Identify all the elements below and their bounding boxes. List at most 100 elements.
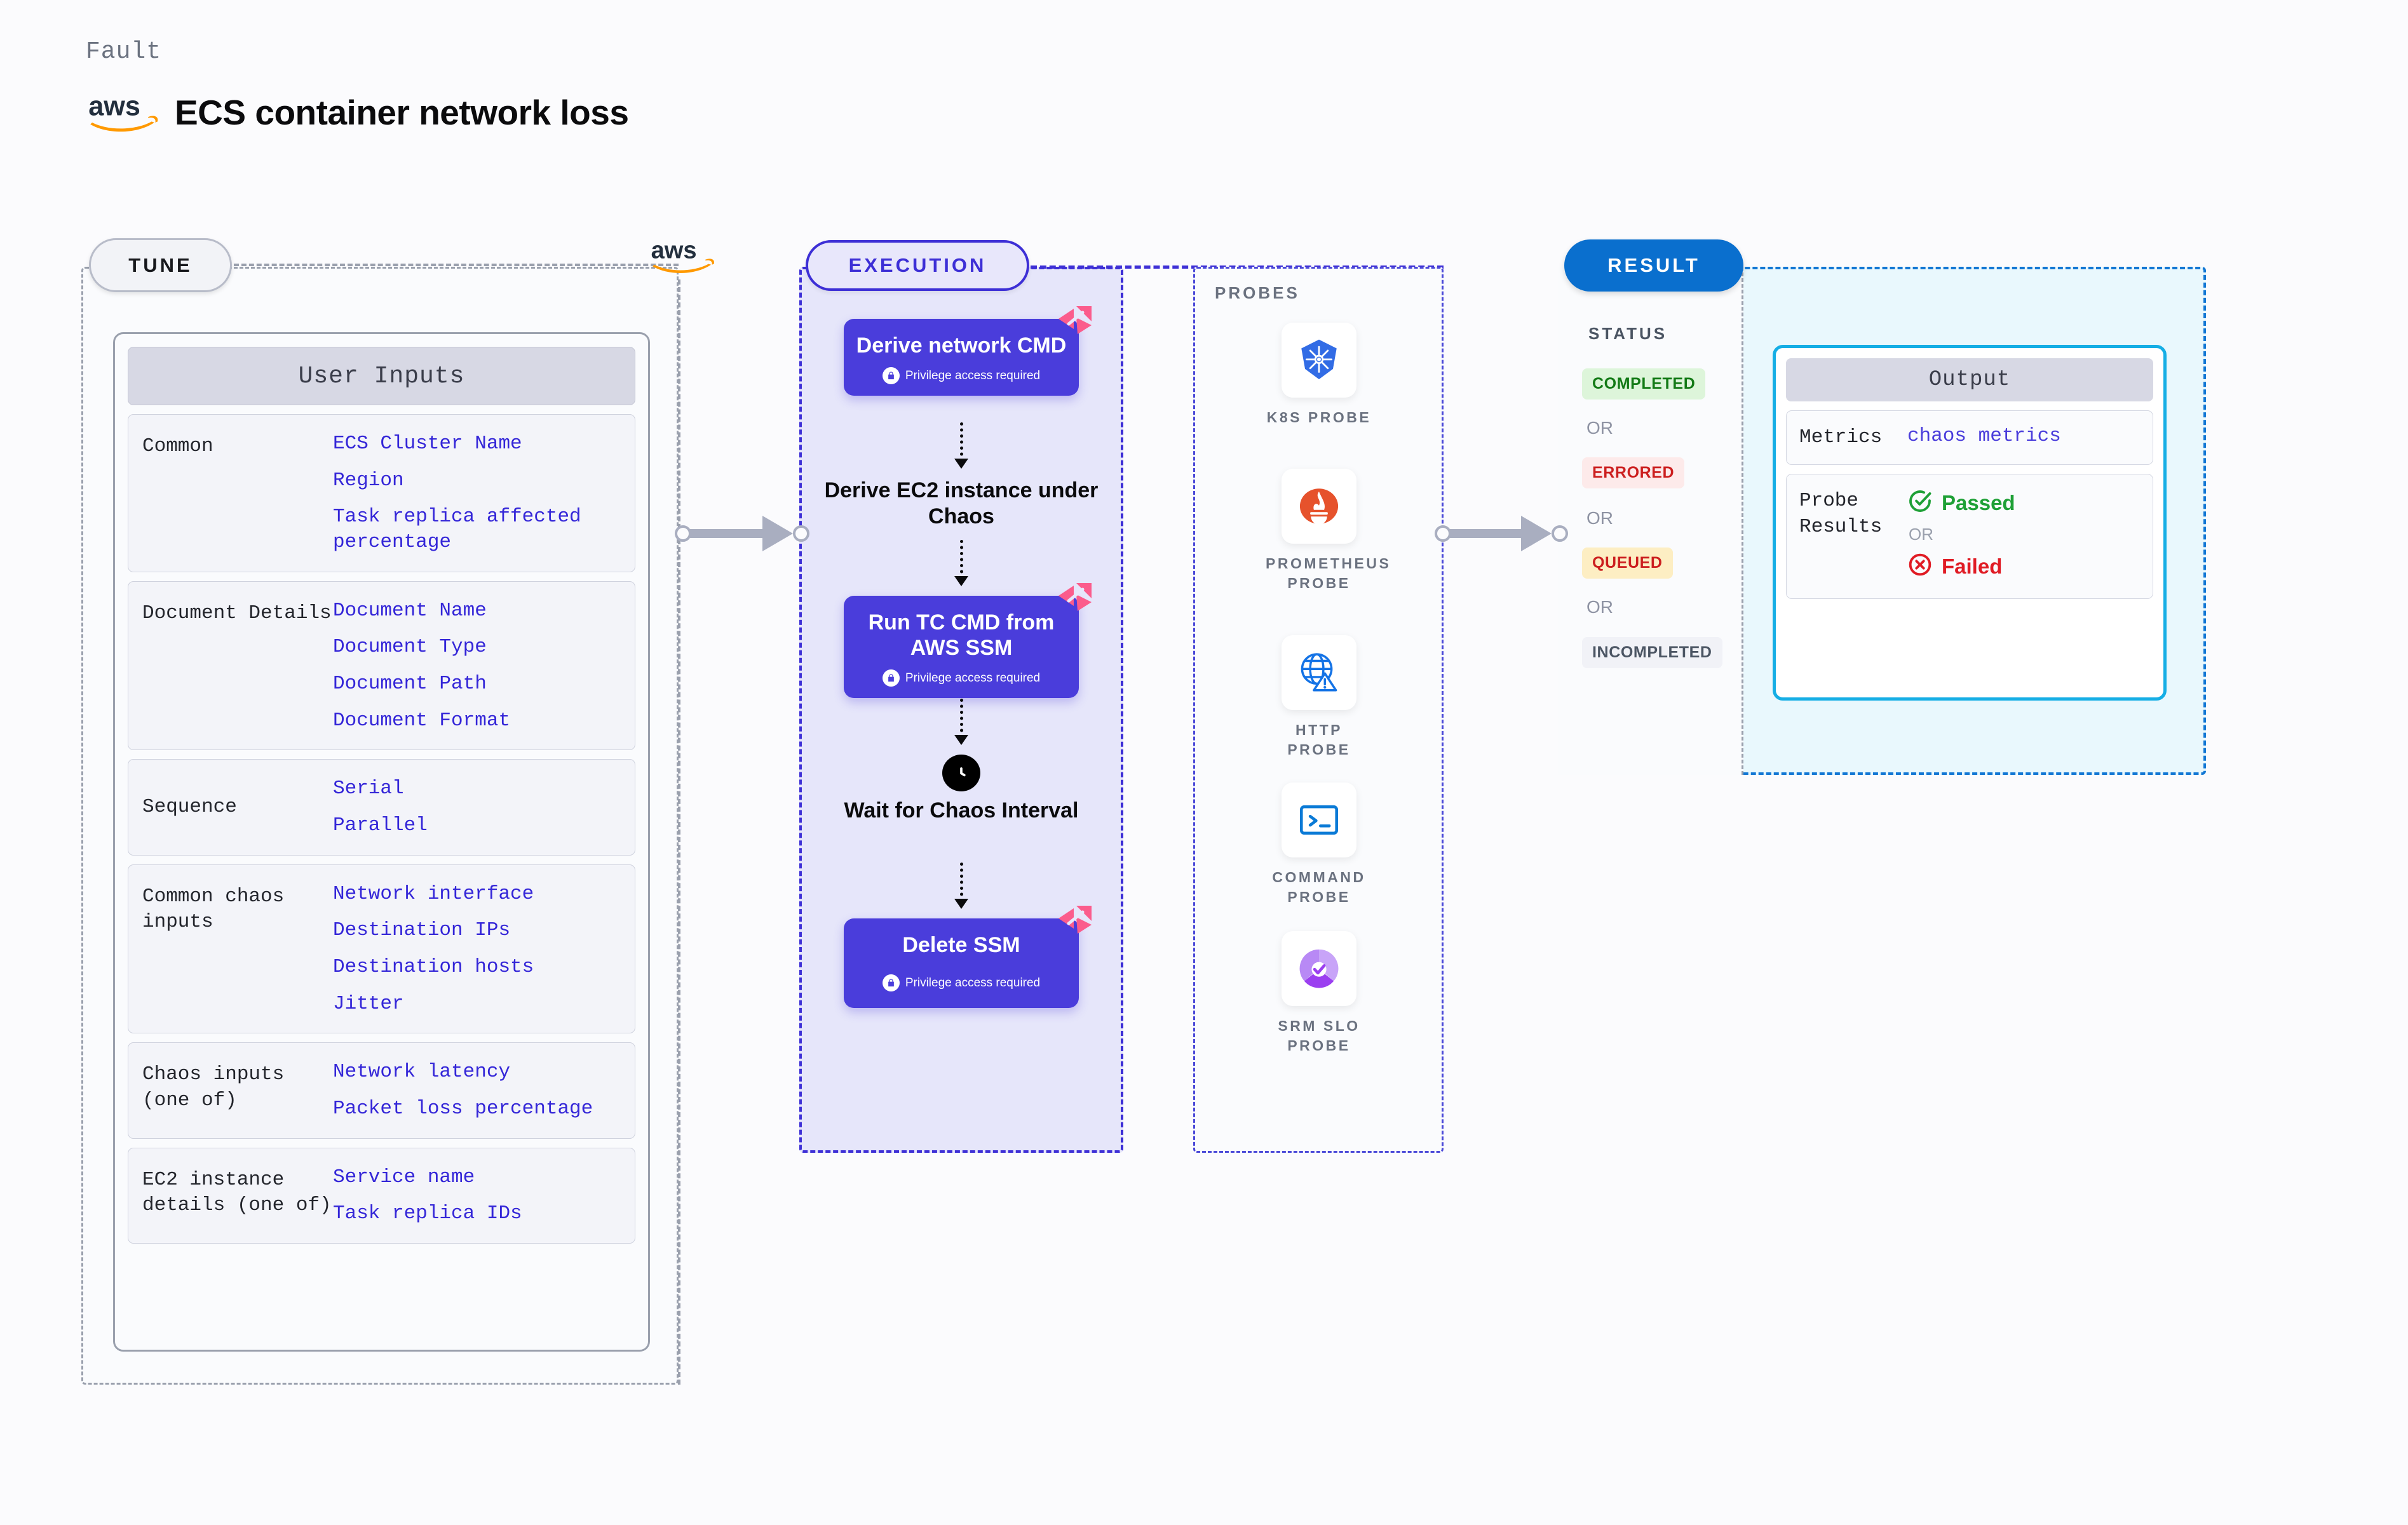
status-label: STATUS	[1588, 324, 1668, 343]
passed-label: Passed	[1942, 490, 2015, 514]
or-separator: OR	[1586, 597, 1613, 617]
step-label: Delete SSM	[902, 933, 1020, 957]
output-metrics-row: Metrics chaos metrics	[1786, 410, 2153, 466]
connector-start-dot	[675, 525, 691, 542]
row-value[interactable]: Network latency	[333, 1061, 511, 1084]
table-row: EC2 instance details (one of) Service na…	[128, 1147, 635, 1244]
row-value[interactable]: Packet loss percentage	[333, 1098, 593, 1120]
row-key: Sequence	[142, 795, 237, 818]
user-inputs-card: User Inputs Common ECS Cluster Name Regi…	[113, 332, 650, 1352]
connector-end-dot	[793, 525, 809, 542]
harness-logo-icon	[1057, 305, 1093, 337]
table-row: Common ECS Cluster Name Region Task repl…	[128, 414, 635, 572]
privilege-note: Privilege access required	[853, 669, 1070, 687]
probe-label: PROMETHEUS PROBE	[1266, 555, 1391, 592]
aws-logo-icon: aws	[86, 90, 161, 135]
row-value[interactable]: Task replica affected percentage	[333, 506, 581, 554]
flow-dashed-line	[960, 540, 963, 579]
row-key: Common chaos inputs	[142, 885, 285, 934]
metrics-value-link[interactable]: chaos metrics	[1907, 425, 2061, 447]
execution-step-wait-for-chaos: Wait for Chaos Interval	[844, 798, 1079, 823]
step-label: Run TC CMD from AWS SSM	[868, 610, 1055, 661]
table-row: Chaos inputs (one of) Network latency Pa…	[128, 1042, 635, 1139]
flow-dashed-line	[960, 422, 963, 462]
row-value[interactable]: Task replica IDs	[333, 1202, 522, 1225]
lock-icon	[882, 367, 900, 385]
row-value[interactable]: Document Path	[333, 673, 487, 695]
connector-end-dot	[1552, 525, 1568, 542]
row-value[interactable]: Serial	[333, 777, 404, 800]
flow-dashed-line	[960, 699, 963, 738]
kubernetes-icon	[1282, 323, 1356, 398]
prometheus-icon	[1282, 469, 1356, 544]
row-key: EC2 instance details (one of)	[142, 1168, 332, 1217]
or-separator: OR	[1909, 525, 1933, 544]
probe-label: COMMAND PROBE	[1272, 869, 1366, 906]
probe-label: HTTP PROBE	[1287, 722, 1351, 758]
flow-dashed-line	[960, 863, 963, 902]
metrics-key: Metrics	[1799, 426, 1883, 448]
user-inputs-title: User Inputs	[128, 347, 635, 405]
connector-bar	[687, 529, 769, 538]
row-value[interactable]: Parallel	[333, 814, 428, 837]
execution-step-derive-network-cmd[interactable]: Derive network CMD Privilege access requ…	[844, 306, 1092, 396]
status-badge-queued: QUEUED	[1582, 548, 1673, 579]
execution-step-run-tc-cmd[interactable]: Run TC CMD from AWS SSM Privilege access…	[844, 583, 1092, 699]
harness-logo-icon	[1057, 582, 1093, 614]
probe-item-command[interactable]: COMMAND PROBE	[1266, 783, 1372, 907]
row-value[interactable]: Jitter	[333, 992, 404, 1015]
execution-step-delete-ssm[interactable]: Delete SSM Privilege access required	[844, 906, 1092, 1009]
srm-slo-icon	[1282, 931, 1356, 1006]
result-badge[interactable]: RESULT	[1564, 239, 1743, 292]
page-title: ECS container network loss	[175, 93, 629, 132]
step-label: Derive network CMD	[856, 333, 1067, 358]
row-key: Common	[142, 435, 213, 457]
row-value[interactable]: ECS Cluster Name	[333, 433, 522, 455]
svg-text:aws: aws	[651, 237, 697, 264]
probe-item-http[interactable]: HTTP PROBE	[1266, 635, 1372, 760]
row-key: Document Details	[142, 601, 332, 624]
row-value[interactable]: Destination hosts	[333, 956, 534, 979]
row-value[interactable]: Destination IPs	[333, 919, 511, 942]
harness-logo-icon	[1057, 904, 1093, 936]
row-value[interactable]: Service name	[333, 1166, 475, 1188]
probe-item-k8s[interactable]: K8S PROBE	[1266, 323, 1372, 427]
connector-start-dot	[1435, 525, 1451, 542]
flow-arrow-icon	[954, 459, 968, 469]
result-status-panel	[1558, 267, 1743, 775]
row-value[interactable]: Document Type	[333, 636, 487, 659]
privilege-note: Privilege access required	[853, 367, 1070, 385]
row-value[interactable]: Document Name	[333, 599, 487, 622]
row-key: Chaos inputs (one of)	[142, 1063, 285, 1112]
status-badge-completed: COMPLETED	[1582, 368, 1706, 400]
row-value[interactable]: Document Format	[333, 709, 511, 732]
probe-result-passed: Passed	[1907, 488, 2144, 517]
execution-badge[interactable]: EXECUTION	[806, 240, 1029, 291]
title-row: aws ECS container network loss	[86, 90, 629, 135]
lock-icon	[882, 974, 900, 992]
connector-tune-to-execution	[675, 516, 809, 551]
probe-item-srm-slo[interactable]: SRM SLO PROBE	[1266, 931, 1372, 1056]
connector-arrowhead-icon	[1521, 516, 1552, 551]
tune-right-dashed-line	[678, 279, 680, 1385]
table-row: Common chaos inputs Network interface De…	[128, 864, 635, 1034]
privilege-text: Privilege access required	[905, 671, 1041, 685]
or-separator: OR	[1586, 418, 1613, 438]
probes-title: PROBES	[1215, 283, 1300, 302]
execution-flow: Derive network CMD Privilege access requ…	[799, 267, 1123, 1153]
status-badge-incompleted: INCOMPLETED	[1582, 637, 1722, 668]
probe-results-key: Probe Results	[1799, 490, 1883, 538]
probe-result-failed: Failed	[1907, 552, 2144, 581]
row-value[interactable]: Network interface	[333, 882, 534, 905]
tune-badge[interactable]: TUNE	[89, 238, 232, 292]
terminal-icon	[1282, 783, 1356, 857]
connector-arrowhead-icon	[762, 516, 793, 551]
lock-icon	[882, 669, 900, 687]
probe-label: K8S PROBE	[1266, 409, 1372, 426]
privilege-text: Privilege access required	[905, 368, 1041, 382]
row-value[interactable]: Region	[333, 469, 404, 492]
clock-icon	[942, 755, 980, 791]
check-circle-icon	[1907, 488, 1933, 517]
flow-arrow-icon	[954, 576, 968, 586]
probe-item-prometheus[interactable]: PROMETHEUS PROBE	[1266, 469, 1391, 593]
